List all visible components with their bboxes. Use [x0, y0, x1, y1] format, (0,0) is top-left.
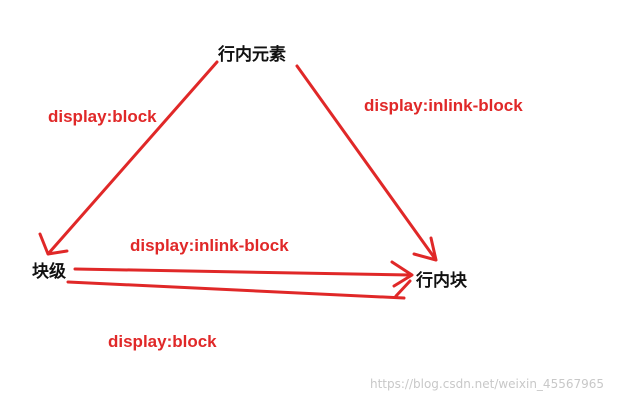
node-inline-block: 行内块: [416, 271, 467, 291]
arrow-inline-block-to-block: [66, 279, 412, 300]
node-inline-element: 行内元素: [218, 45, 286, 65]
arrow-inline-to-inline-block: [295, 64, 438, 262]
watermark: https://blog.csdn.net/weixin_45567965: [370, 377, 605, 391]
label-inline-to-block: display:block: [48, 107, 157, 126]
label-inline-block-to-block: display:block: [108, 332, 217, 351]
label-inline-to-inline-block: display:inlink-block: [364, 96, 523, 115]
label-block-to-inline-block: display:inlink-block: [130, 236, 289, 255]
node-block: 块级: [32, 262, 66, 282]
arrow-inline-to-block: [38, 60, 219, 256]
arrow-block-to-inline-block: [73, 260, 414, 288]
